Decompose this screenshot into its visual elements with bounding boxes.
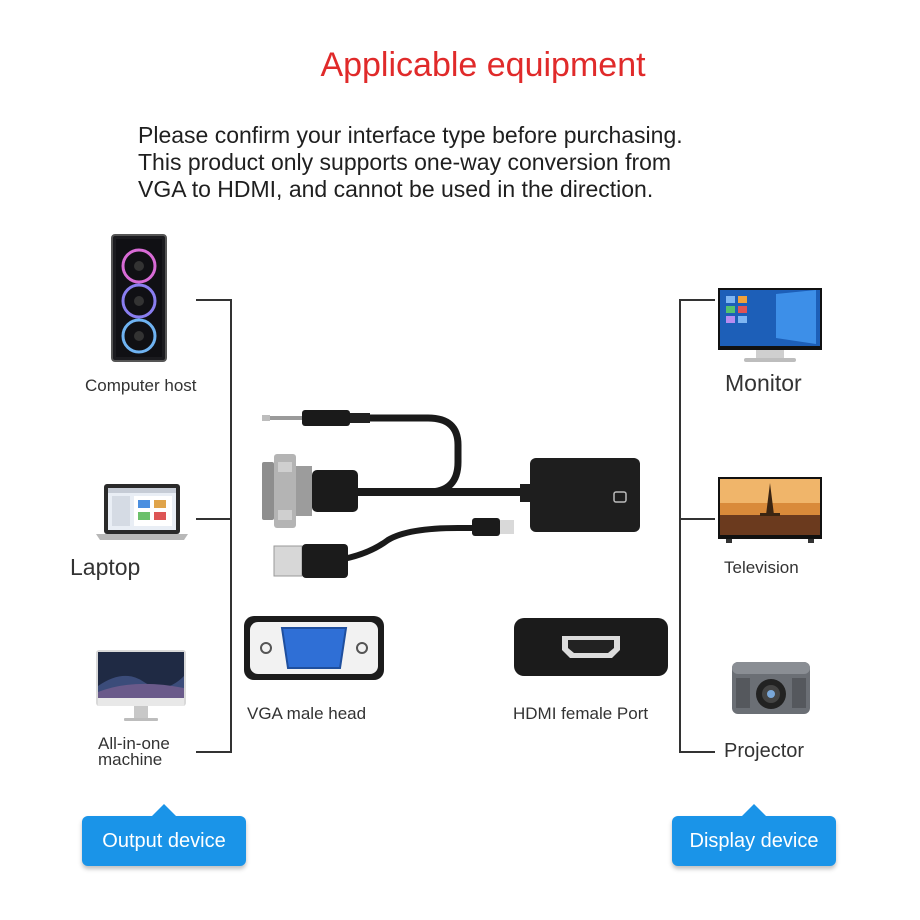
vga-port-label: VGA male head <box>247 704 367 723</box>
note-line-3: VGA to HDMI, and cannot be used in the d… <box>138 176 654 202</box>
all-in-one-label-line1: All-in-one <box>98 734 170 753</box>
output-device-badge: Output device <box>82 804 246 866</box>
left-bracket-top <box>196 299 232 301</box>
hdmi-port-illustration <box>514 618 668 676</box>
monitor-icon <box>716 286 824 368</box>
note-line-2: This product only supports one-way conve… <box>138 149 672 175</box>
right-bracket-top <box>679 299 715 301</box>
monitor-label: Monitor <box>725 370 802 396</box>
television-icon <box>716 475 824 545</box>
right-bracket-middle <box>679 518 715 520</box>
note-line-1: Please confirm your interface type befor… <box>138 122 683 148</box>
projector-icon <box>728 658 814 718</box>
computer-host-label: Computer host <box>85 376 197 395</box>
computer-host-icon <box>110 233 168 363</box>
laptop-label: Laptop <box>70 554 141 580</box>
television-label: Television <box>724 558 799 577</box>
projector-label: Projector <box>724 740 805 762</box>
purchase-note: Please confirm your interface type befor… <box>138 122 838 203</box>
page-title: Applicable equipment <box>320 46 646 84</box>
display-device-badge: Display device <box>672 804 836 866</box>
all-in-one-icon <box>94 648 188 726</box>
hdmi-port-label: HDMI female Port <box>513 704 649 723</box>
all-in-one-label: All-in-one machine <box>98 734 170 769</box>
right-bracket-bottom <box>679 751 715 753</box>
all-in-one-label-line2: machine <box>98 750 163 769</box>
vga-hdmi-adapter-icon <box>258 400 648 590</box>
vga-port-illustration <box>244 616 384 680</box>
left-bracket-bottom <box>196 751 232 753</box>
left-bracket-vertical <box>230 300 232 752</box>
right-bracket-vertical <box>679 300 681 752</box>
left-bracket-middle <box>196 518 232 520</box>
laptop-icon <box>96 482 188 542</box>
